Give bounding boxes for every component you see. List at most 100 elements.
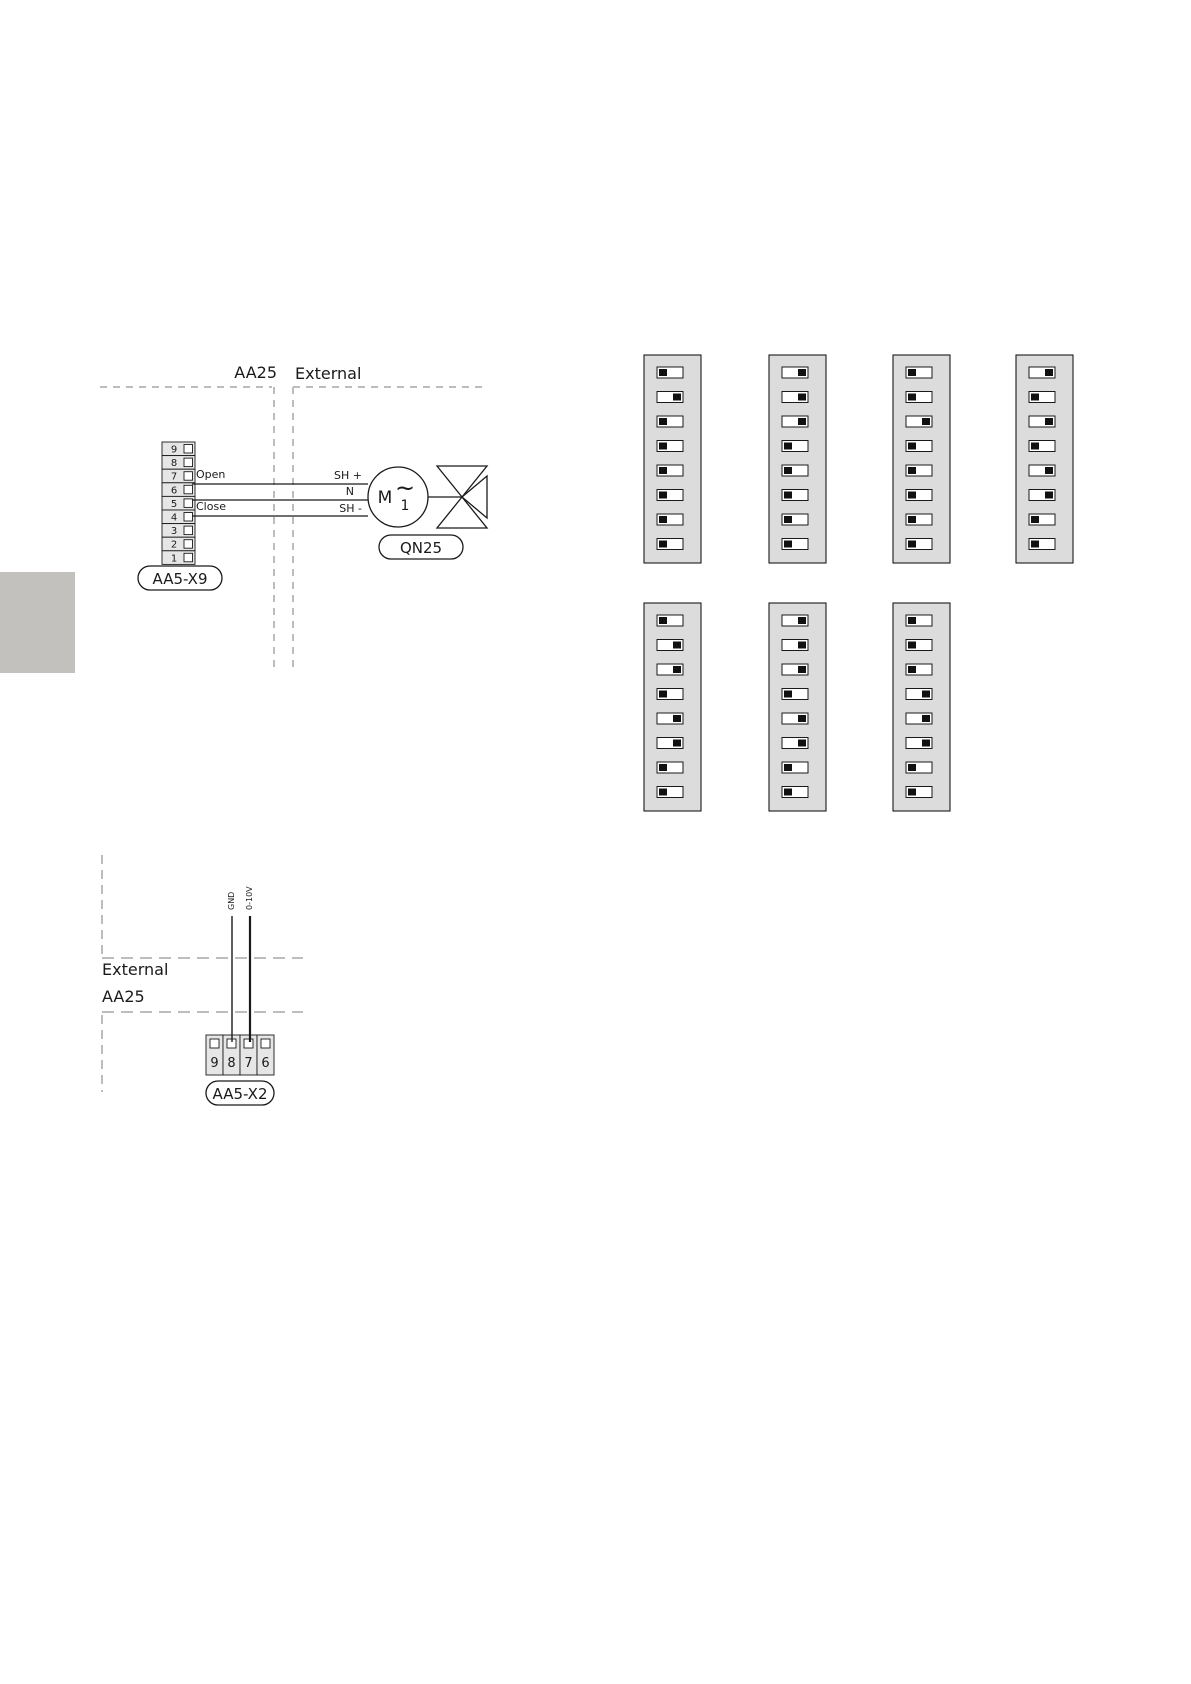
dip-switch-knob-left [908, 642, 916, 649]
terminal-number: 2 [171, 540, 177, 551]
terminal-screw [184, 553, 193, 562]
terminal-screw [184, 526, 193, 535]
terminal-screw [184, 540, 193, 549]
terminal-screw [244, 1039, 253, 1048]
zone-label-aa25: AA25 [102, 987, 145, 1006]
dip-switch-knob-right [798, 394, 806, 401]
zone-label-aa25: AA25 [234, 363, 277, 382]
motor-letter: M [378, 488, 393, 508]
dip-switch-knob-right [673, 394, 681, 401]
dip-switch-knob-left [784, 467, 792, 474]
terminal-screw [184, 458, 193, 467]
dip-switch-knob-left [908, 492, 916, 499]
dip-switch-knob-right [798, 740, 806, 747]
terminal-screw [210, 1039, 219, 1048]
dip-switch-knob-left [784, 764, 792, 771]
dip-switch-panel [769, 603, 826, 811]
dip-switch-knob-left [659, 516, 667, 523]
dip-switch-knob-right [673, 666, 681, 673]
pin-sh-minus: SH - [339, 502, 362, 515]
dip-switch-block [644, 355, 701, 563]
dip-switch-knob-left [1031, 516, 1039, 523]
dip-switch-knob-left [1031, 541, 1039, 548]
dip-switch-knob-right [1045, 369, 1053, 376]
terminal-number: 7 [244, 1056, 252, 1071]
zone-label-external: External [102, 960, 168, 979]
dip-switch-block [769, 603, 826, 811]
dip-switch-knob-right [1045, 467, 1053, 474]
terminal-screw [184, 472, 193, 481]
terminal-number: 6 [261, 1056, 269, 1071]
dip-switch-panel [644, 603, 701, 811]
terminal-number: 4 [171, 513, 177, 524]
dip-switch-knob-left [659, 467, 667, 474]
dip-switch-knob-left [908, 789, 916, 796]
dip-switch-knob-left [659, 617, 667, 624]
dip-switch-knob-left [784, 789, 792, 796]
terminal-number: 8 [171, 458, 177, 469]
dip-switch-knob-left [908, 369, 916, 376]
dip-switch-block [769, 355, 826, 563]
dip-switch-block [644, 603, 701, 811]
dip-switch-knob-right [922, 691, 930, 698]
dip-switch-knob-left [908, 666, 916, 673]
dip-switch-panel [893, 355, 950, 563]
dip-switch-knob-right [673, 642, 681, 649]
dip-switch-knob-right [798, 666, 806, 673]
dip-switch-knob-right [922, 740, 930, 747]
terminal-screw [184, 499, 193, 508]
terminal-screw [184, 445, 193, 454]
dip-switch-knob-right [922, 715, 930, 722]
dip-switch-knob-right [673, 715, 681, 722]
terminal-number: 7 [171, 472, 177, 483]
dip-switch-panel [893, 603, 950, 811]
dip-switch-knob-left [1031, 443, 1039, 450]
actuator-label: QN25 [400, 539, 442, 557]
dip-switch-panel [1016, 355, 1073, 563]
zone-label-external: External [295, 364, 361, 383]
dip-switch-knob-left [659, 369, 667, 376]
terminal-number: 1 [171, 553, 177, 564]
dip-switch-knob-right [1045, 418, 1053, 425]
close-label: Close [196, 500, 226, 513]
terminal-number: 8 [227, 1056, 235, 1071]
dip-switch-knob-left [784, 516, 792, 523]
dip-switch-knob-left [659, 541, 667, 548]
dip-switch-block [893, 603, 950, 811]
dip-switch-knob-left [659, 789, 667, 796]
dip-switch-knob-right [1045, 492, 1053, 499]
terminal-number: 9 [171, 445, 177, 456]
terminal-number: 9 [210, 1056, 218, 1071]
dip-switch-knob-left [659, 492, 667, 499]
dip-switch-knob-left [908, 541, 916, 548]
dip-switch-knob-right [798, 418, 806, 425]
dip-switch-knob-left [659, 691, 667, 698]
open-label: Open [196, 468, 225, 481]
dip-switch-knob-right [922, 418, 930, 425]
pin-sh-plus: SH + [334, 469, 362, 482]
dip-switch-configurations [644, 355, 1073, 811]
dip-switch-knob-left [908, 394, 916, 401]
dip-switch-knob-left [659, 418, 667, 425]
terminal-number: 3 [171, 526, 177, 537]
terminal-screw [184, 513, 193, 522]
dip-switch-knob-right [798, 369, 806, 376]
dip-switch-knob-left [659, 443, 667, 450]
dip-switch-knob-left [908, 764, 916, 771]
terminal-block-label: AA5-X9 [153, 570, 208, 588]
dip-switch-knob-right [673, 740, 681, 747]
dip-switch-knob-left [659, 764, 667, 771]
terminal-block-label: AA5-X2 [213, 1085, 268, 1103]
dip-switch-knob-right [798, 642, 806, 649]
wire-label-gnd: GND [227, 892, 236, 910]
dip-switch-knob-left [908, 443, 916, 450]
dip-switch-knob-right [798, 617, 806, 624]
dip-switch-knob-left [784, 492, 792, 499]
terminal-screw [184, 485, 193, 494]
dip-switch-knob-left [784, 443, 792, 450]
dip-switch-panel [769, 355, 826, 563]
